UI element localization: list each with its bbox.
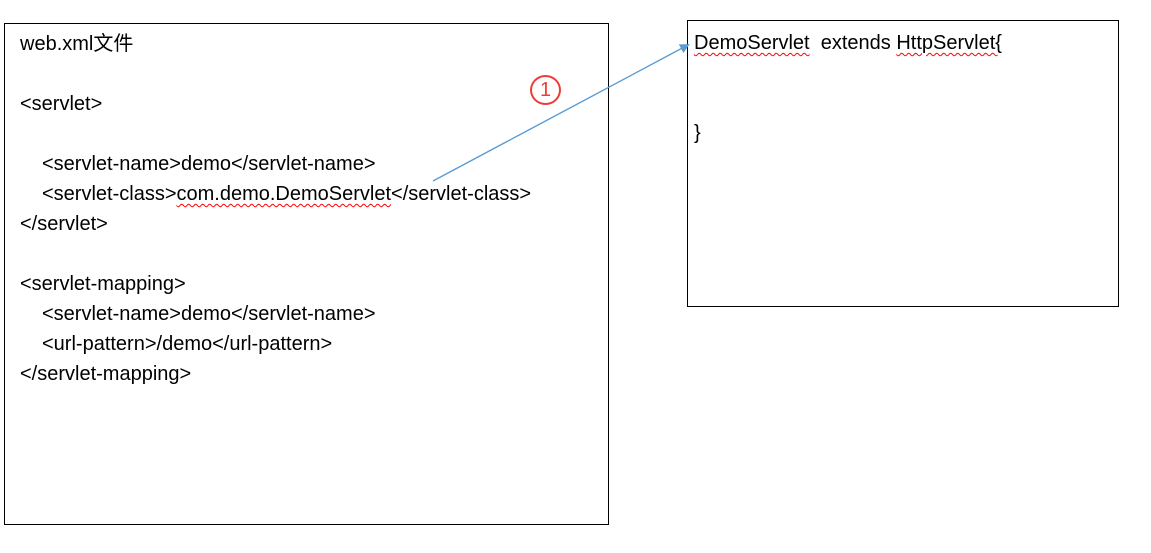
xml-line-servlet-open: <servlet> — [20, 93, 103, 115]
blank-line — [20, 59, 604, 89]
xml-line-servlet-class: <servlet-class>com.demo.DemoServlet</ser… — [20, 179, 604, 209]
xml-line-servlet-name: <servlet-name>demo</servlet-name> — [42, 153, 376, 175]
step-number-label: 1 — [539, 79, 552, 101]
servlet-class-value: com.demo.DemoServlet — [176, 183, 392, 205]
java-superclass-name: HttpServlet{ — [896, 32, 1002, 54]
blank-line — [694, 58, 1114, 88]
xml-line-servlet-close: </servlet> — [20, 213, 108, 235]
servlet-class-open-tag: <servlet-class> — [42, 183, 177, 205]
step-number-badge: 1 — [530, 75, 561, 105]
xml-line-mapping-open: <servlet-mapping> — [20, 273, 186, 295]
webxml-title: web.xml文件 — [20, 33, 134, 55]
xml-line-mapping-servlet-name: <servlet-name>demo</servlet-name> — [42, 303, 376, 325]
java-closing-brace: } — [694, 122, 701, 144]
blank-line — [694, 88, 1114, 118]
xml-line-url-pattern: <url-pattern>/demo</url-pattern> — [42, 333, 333, 355]
java-class-box: DemoServlet extends HttpServlet{ } — [687, 20, 1119, 307]
java-class-name: DemoServlet — [694, 32, 810, 54]
blank-line — [20, 239, 604, 269]
servlet-class-close-tag: </servlet-class> — [391, 183, 532, 205]
java-extends-keyword: extends — [809, 32, 897, 54]
webxml-box: web.xml文件 <servlet> <servlet-name>demo</… — [4, 23, 609, 525]
blank-line — [20, 119, 604, 149]
java-class-declaration: DemoServlet extends HttpServlet{ — [694, 28, 1114, 58]
xml-line-mapping-close: </servlet-mapping> — [20, 363, 192, 385]
